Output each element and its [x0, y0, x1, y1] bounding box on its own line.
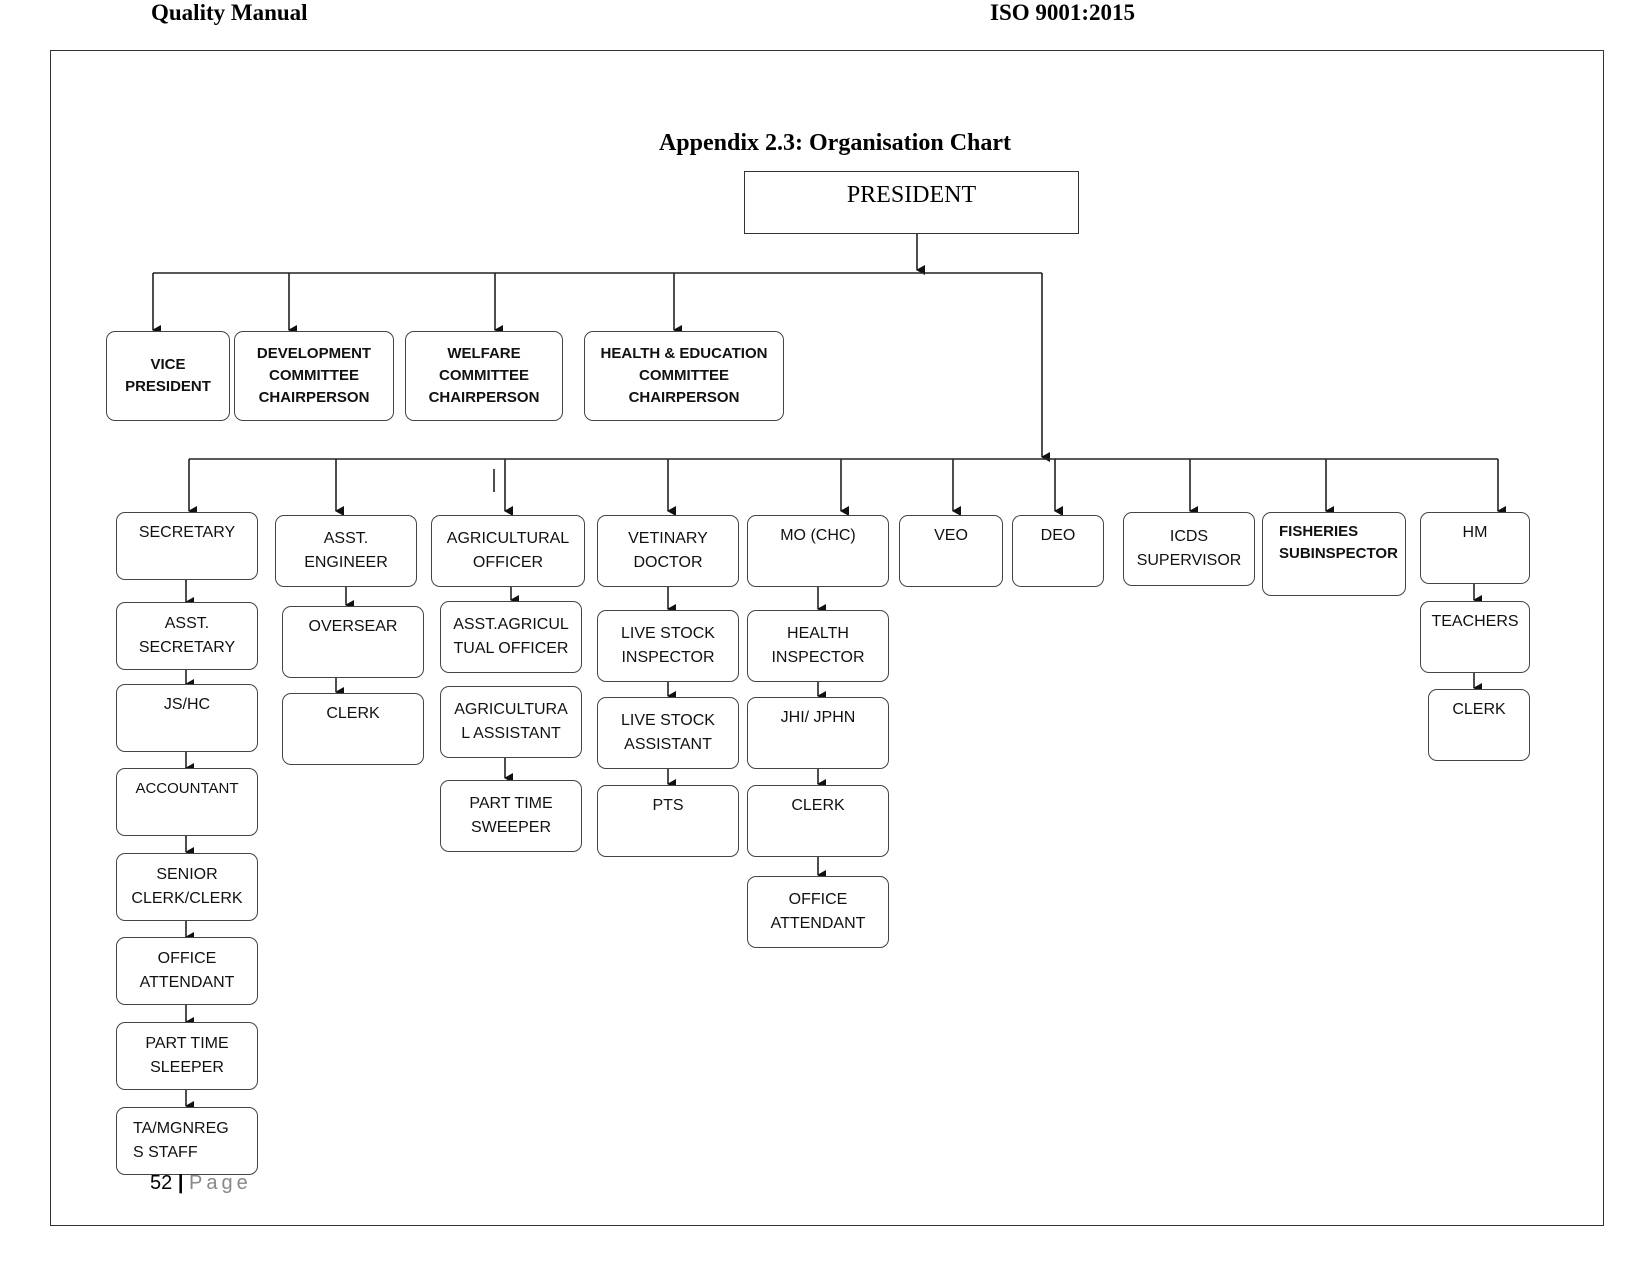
staff-box: PART TIME SLEEPER — [116, 1022, 258, 1090]
staff-box: CLERK — [747, 785, 889, 857]
staff-box: ASST.AGRICUL TUAL OFFICER — [440, 601, 582, 673]
page-number: 52 — [150, 1172, 173, 1194]
staff-box: JHI/ JPHN — [747, 697, 889, 769]
dept-head-box: FISHERIES SUBINSPECTOR — [1262, 512, 1406, 596]
staff-box: JS/HC — [116, 684, 258, 752]
staff-box: CLERK — [1428, 689, 1530, 761]
staff-box: AGRICULTURA L ASSISTANT — [440, 686, 582, 758]
dept-head-box: AGRICULTURAL OFFICER — [431, 515, 585, 587]
row1-box: VICE PRESIDENT — [106, 331, 230, 421]
row1-box: DEVELOPMENT COMMITTEE CHAIRPERSON — [234, 331, 394, 421]
staff-box: OFFICE ATTENDANT — [747, 876, 889, 948]
staff-box: PTS — [597, 785, 739, 857]
president-box: PRESIDENT — [744, 171, 1079, 234]
page-footer: 52 | Page — [150, 1172, 252, 1195]
page-label: Page — [188, 1172, 252, 1194]
staff-box: LIVE STOCK INSPECTOR — [597, 610, 739, 682]
staff-box: HEALTH INSPECTOR — [747, 610, 889, 682]
staff-box: ASST. SECRETARY — [116, 602, 258, 670]
dept-head-box: HM — [1420, 512, 1530, 584]
header-right: ISO 9001:2015 — [990, 0, 1136, 25]
staff-box: OFFICE ATTENDANT — [116, 937, 258, 1005]
dept-head-box: ASST. ENGINEER — [275, 515, 417, 587]
dept-head-box: DEO — [1012, 515, 1104, 587]
staff-box: TEACHERS — [1420, 601, 1530, 673]
chart-title: Appendix 2.3: Organisation Chart — [658, 130, 1012, 156]
dept-head-box: SECRETARY — [116, 512, 258, 580]
dept-head-box: ICDS SUPERVISOR — [1123, 512, 1255, 586]
staff-box: CLERK — [282, 693, 424, 765]
staff-box: ACCOUNTANT — [116, 768, 258, 836]
row1-box: HEALTH & EDUCATION COMMITTEE CHAIRPERSON — [584, 331, 784, 421]
dept-head-box: VEO — [899, 515, 1003, 587]
row1-box: WELFARE COMMITTEE CHAIRPERSON — [405, 331, 563, 421]
staff-box: SENIOR CLERK/CLERK — [116, 853, 258, 921]
staff-box: LIVE STOCK ASSISTANT — [597, 697, 739, 769]
dept-head-box: MO (CHC) — [747, 515, 889, 587]
dept-head-box: VETINARY DOCTOR — [597, 515, 739, 587]
header-left: Quality Manual — [151, 0, 308, 25]
staff-box: PART TIME SWEEPER — [440, 780, 582, 852]
staff-box: TA/MGNREG S STAFF — [116, 1107, 258, 1175]
page-separator: | — [177, 1172, 184, 1194]
staff-box: OVERSEAR — [282, 606, 424, 678]
page-frame — [50, 50, 1604, 1226]
